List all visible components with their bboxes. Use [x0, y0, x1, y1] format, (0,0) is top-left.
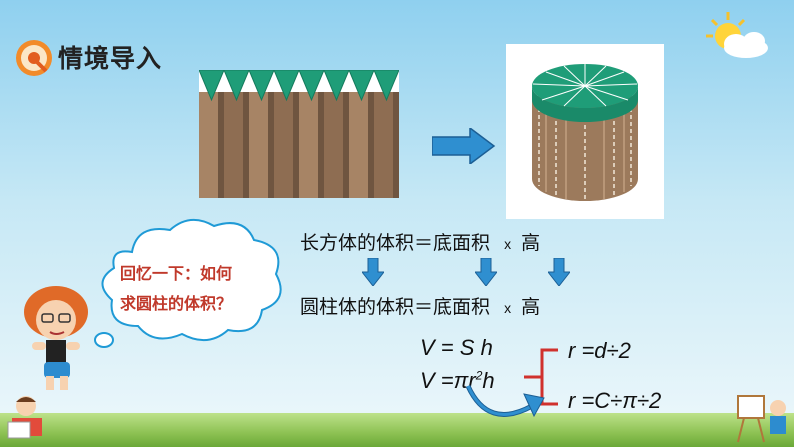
radius-from-diameter: r =d÷2 [568, 338, 631, 363]
cuboid-formula-label: 长方体的体积＝底面积 [300, 232, 491, 254]
sun-cloud-icon [706, 12, 768, 58]
reading-kid-icon [7, 396, 42, 439]
formula-pi-lead: V =πr [420, 368, 476, 393]
thought-bubble [94, 219, 282, 348]
down-arrow-icon [362, 258, 384, 286]
down-arrow-icon [548, 258, 570, 286]
formula-s: S [459, 335, 475, 360]
wedge-prism-image [199, 70, 399, 198]
wedge-shade [393, 92, 399, 198]
cuboid-height: 高 [521, 232, 541, 254]
curved-arrow-icon [465, 384, 545, 418]
cuboid-times: x [504, 236, 512, 252]
cuboid-formula: 长方体的体积＝底面积 x 高 [300, 228, 540, 255]
formula-h: h [480, 335, 493, 360]
radius-from-circumference: r =C÷π÷2 [568, 388, 662, 413]
wedge-tip [348, 70, 375, 102]
wedge-tip [223, 70, 250, 102]
cylinder-height: 高 [521, 296, 541, 318]
right-arrow-icon [432, 128, 496, 164]
wedge-tip [298, 70, 325, 102]
down-arrow-icon [475, 258, 497, 286]
page-title: 情境导入 [58, 44, 163, 73]
girl-character [24, 286, 88, 390]
wedge-shade [368, 92, 374, 198]
bubble-line-2-text: 求圆柱的体积？ [120, 294, 233, 313]
wedge-shade [318, 92, 324, 198]
formula-pi-tail: h [482, 368, 495, 393]
formula-v-pi: V =πr2h [420, 368, 495, 394]
easel-kid-icon [737, 395, 786, 443]
formula-eq: = [434, 335, 460, 360]
bubble-line-2: 求圆柱的体积？ [120, 290, 232, 314]
wedge-shade [343, 92, 349, 198]
wedge-tip [248, 70, 275, 102]
ground [0, 413, 794, 447]
cylinder-formula-label: 圆柱体的体积＝底面积 [300, 296, 491, 318]
wedge-tip [273, 70, 300, 102]
formula-pi-sup: 2 [475, 368, 483, 383]
red-bracket [524, 348, 558, 406]
bubble-line-1: 回忆一下：如何 [120, 260, 232, 284]
formula-v-sh: V = S h [420, 335, 493, 361]
wedge-shade [293, 92, 299, 198]
bubble-line-1-text: 回忆一下：如何 [120, 264, 233, 283]
wedge-tip [323, 70, 350, 102]
wedge-shade [243, 92, 249, 198]
wedge-tip [199, 70, 225, 102]
wedge-shade [268, 92, 274, 198]
cylinder-times: x [504, 300, 512, 316]
wedge-shade [218, 92, 224, 198]
wedge-tip [373, 70, 399, 102]
cylinder-image [506, 44, 664, 219]
q-badge-icon [16, 40, 52, 76]
formula-v: V [420, 335, 435, 360]
cylinder-formula: 圆柱体的体积＝底面积 x 高 [300, 292, 540, 319]
